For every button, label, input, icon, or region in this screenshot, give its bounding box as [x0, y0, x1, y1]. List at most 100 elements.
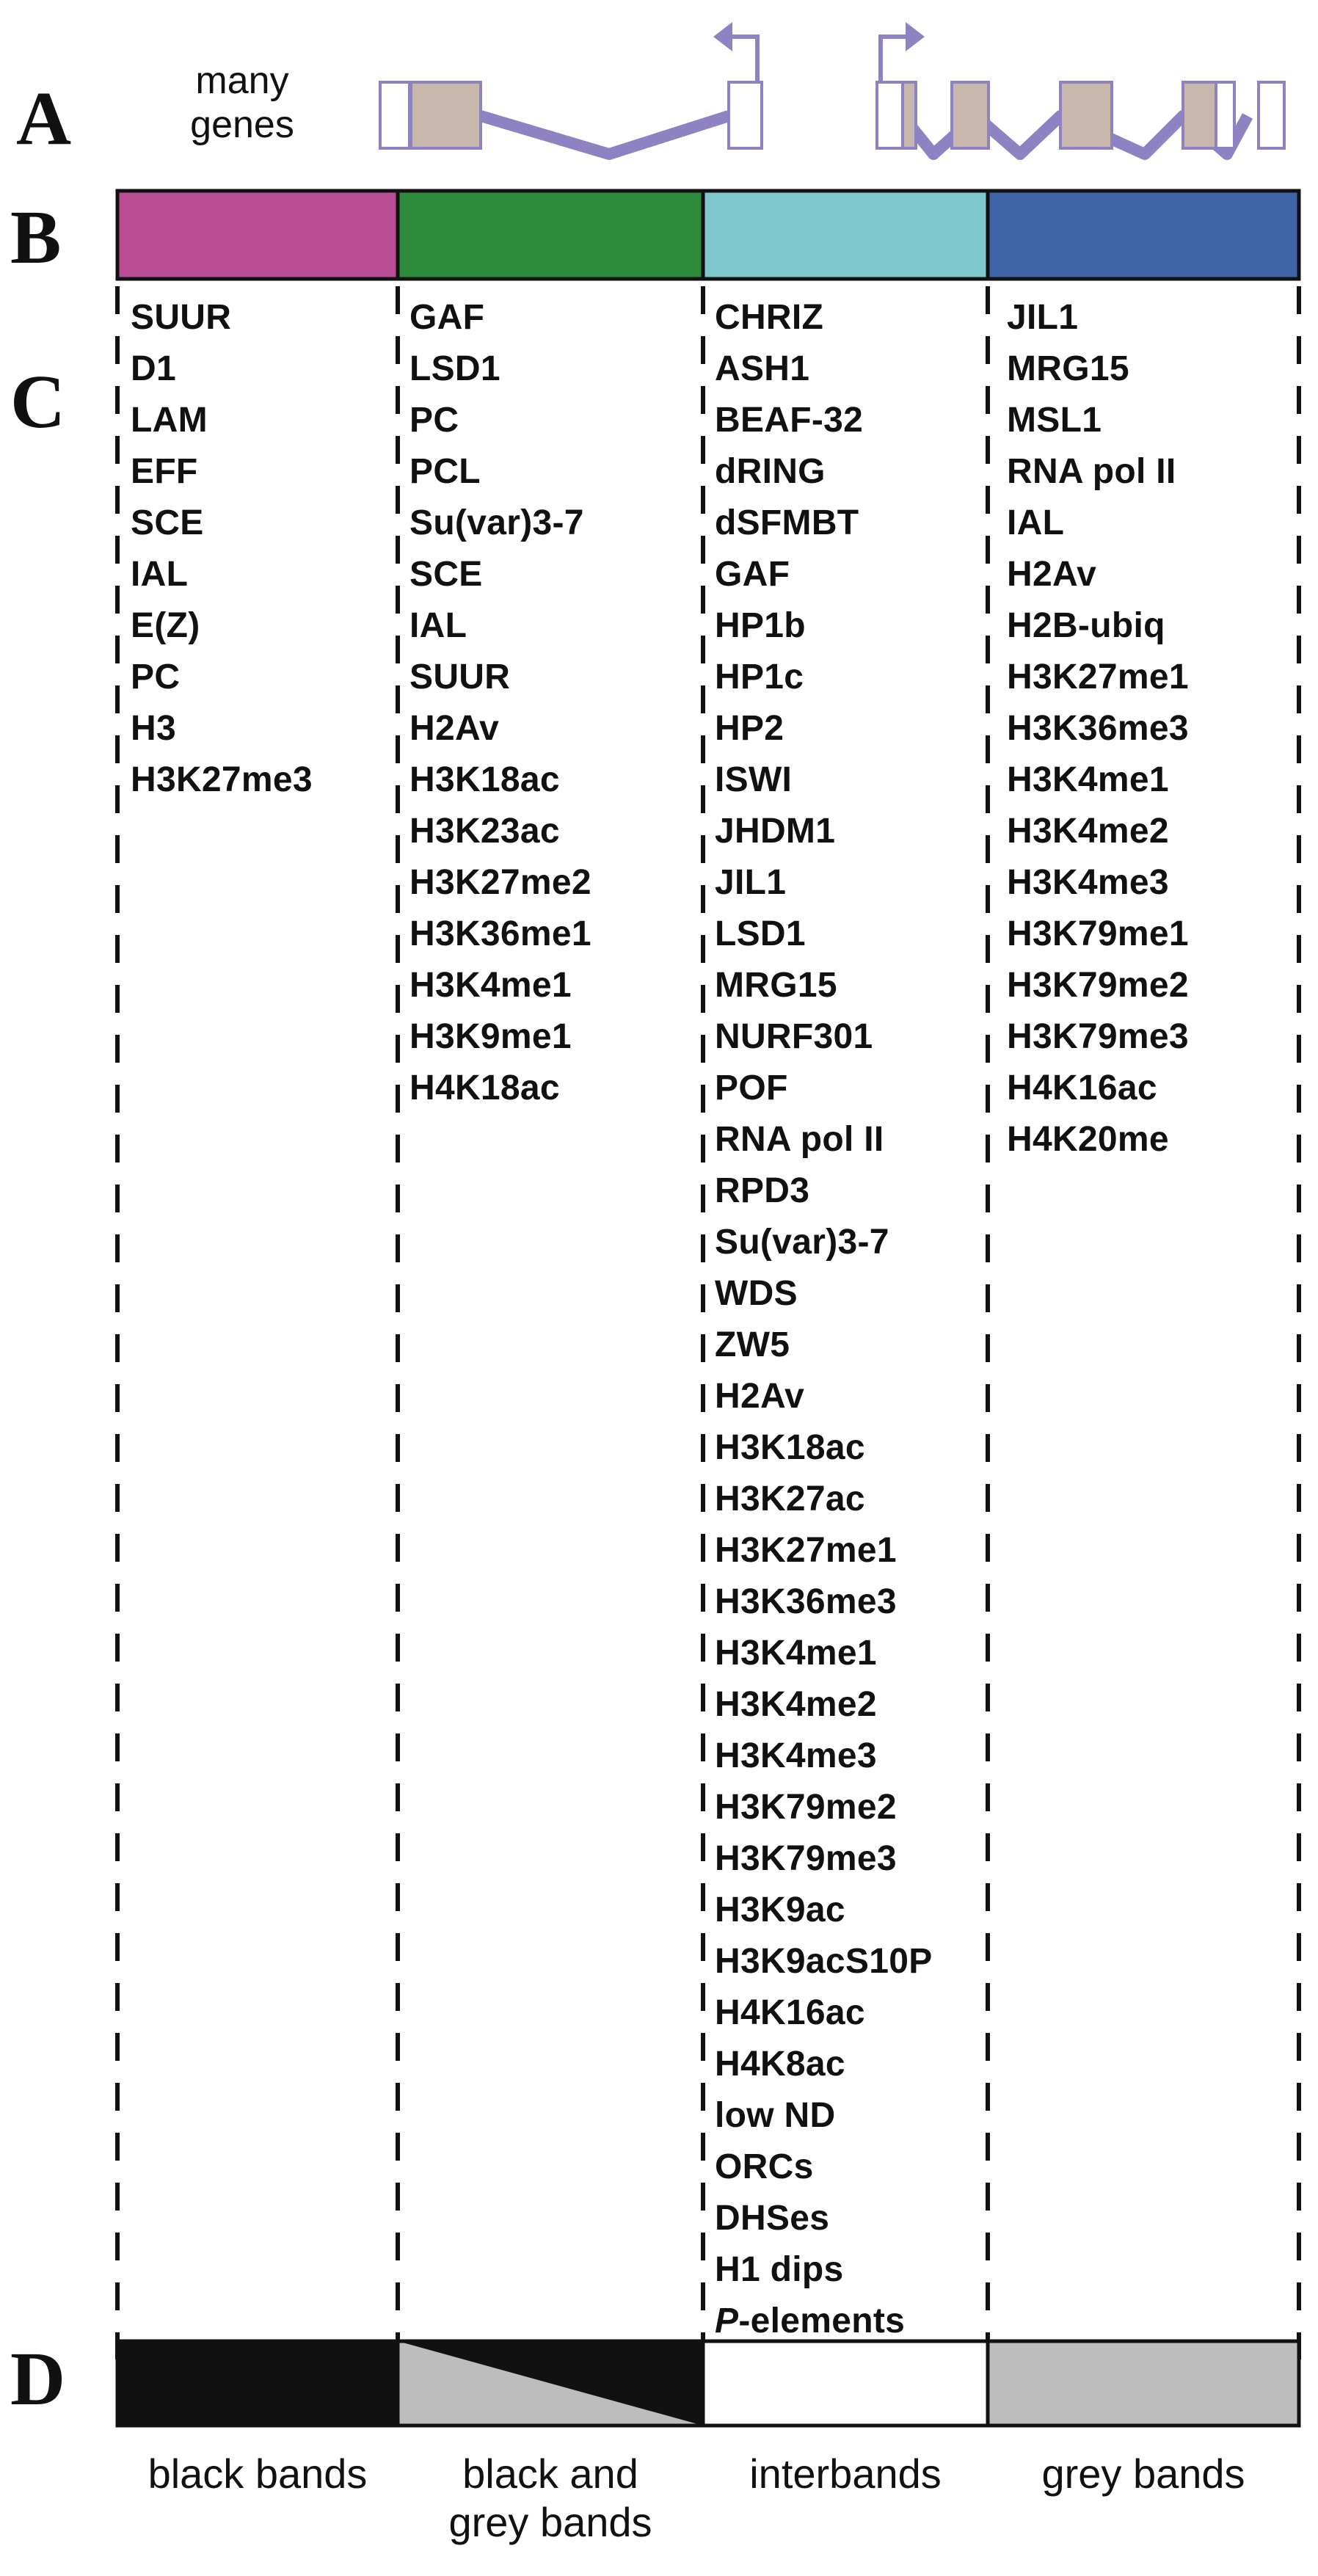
list-item: H3K9me1 — [409, 1017, 572, 1056]
list-item: dSFMBT — [715, 503, 859, 542]
list-item: NURF301 — [715, 1017, 873, 1056]
many-genes-line-2: genes — [190, 103, 294, 146]
list-item: EFF — [131, 452, 198, 491]
chromatin-state-bar — [115, 189, 1301, 281]
list-item: SUUR — [131, 298, 232, 337]
list-item: D1 — [131, 349, 176, 388]
item-rest: -elements — [738, 2302, 906, 2340]
list-item: P-elements — [715, 2296, 933, 2347]
gene-structure-diagram — [379, 22, 1286, 160]
list-item: ORCs — [715, 2147, 814, 2186]
panel-letter-a: A — [16, 76, 72, 161]
exon-box — [901, 81, 917, 150]
band-shading-bar — [115, 2339, 1301, 2428]
label-black-and-grey-bands: black and grey bands — [396, 2450, 704, 2547]
list-item: H3K4me3 — [1007, 863, 1169, 902]
utr-box — [1257, 81, 1286, 150]
list-item: H3K4me3 — [715, 1736, 877, 1775]
utr-box — [379, 81, 411, 150]
list-item: BEAF-32 — [715, 401, 864, 440]
list-item: H3K36me3 — [1007, 709, 1189, 748]
label-grey-bands: grey bands — [988, 2450, 1299, 2498]
list-item: HP2 — [715, 709, 784, 748]
list-item: H4K8ac — [715, 2045, 845, 2084]
list-item: MRG15 — [715, 966, 837, 1005]
list-item: H2Av — [715, 1377, 805, 1416]
list-item: JHDM1 — [715, 812, 836, 851]
gene-structure-right — [875, 22, 1286, 160]
label-black-bands: black bands — [103, 2450, 412, 2498]
list-item: H1 dips — [715, 2250, 844, 2289]
list-item: H3K27me1 — [1007, 658, 1189, 696]
list-item: H2Av — [409, 709, 500, 748]
label-interbands: interbands — [703, 2450, 988, 2498]
exon-box — [409, 81, 482, 150]
italic-prefix: P — [715, 2302, 739, 2340]
list-item: SCE — [131, 503, 204, 542]
list-item: SUUR — [409, 658, 511, 696]
list-item: ASH1 — [715, 349, 810, 388]
state-bar-black-bands — [115, 189, 400, 281]
list-item: RPD3 — [715, 1171, 810, 1210]
list-item: E(Z) — [131, 606, 200, 645]
list-item: GAF — [715, 555, 790, 594]
list-item: IAL — [409, 606, 467, 645]
utr-box — [1215, 81, 1236, 150]
list-item: RNA pol II — [715, 1120, 884, 1159]
utr-box — [727, 81, 763, 150]
list-item: H3K27ac — [715, 1480, 865, 1518]
exon-box — [950, 81, 990, 150]
list-item: low ND — [715, 2096, 836, 2135]
label-line: grey bands — [1041, 2451, 1245, 2497]
list-item: H3K4me2 — [1007, 812, 1169, 851]
list-item: H3K23ac — [409, 812, 560, 851]
exon-box — [1059, 81, 1113, 150]
label-line: black and — [462, 2451, 638, 2497]
list-item: LSD1 — [715, 914, 806, 953]
list-item: MRG15 — [1007, 349, 1129, 388]
list-item: Su(var)3-7 — [715, 1223, 889, 1262]
list-item: H3K79me3 — [1007, 1017, 1189, 1056]
list-item: H3K27me2 — [409, 863, 591, 902]
list-item: H3K36me3 — [715, 1582, 897, 1621]
list-item: IAL — [131, 555, 189, 594]
list-item: ZW5 — [715, 1325, 790, 1364]
list-item: HP1c — [715, 658, 804, 696]
utr-box — [875, 81, 904, 150]
gene-structure-left — [379, 22, 763, 160]
shade-black-triangle — [398, 2341, 703, 2426]
list-item: H2B-ubiq — [1007, 606, 1165, 645]
list-item: HP1b — [715, 606, 806, 645]
list-item: RNA pol II — [1007, 452, 1176, 491]
list-item: H4K20me — [1007, 1120, 1169, 1159]
list-item: H3 — [131, 709, 176, 748]
list-item: H4K16ac — [715, 1993, 865, 2032]
many-genes-label: many genes — [169, 59, 316, 147]
label-line: black bands — [148, 2451, 368, 2497]
panel-letter-c: C — [10, 360, 66, 444]
list-item: SCE — [409, 555, 483, 594]
list-item: DHSes — [715, 2199, 830, 2238]
list-item: H3K79me2 — [715, 1788, 897, 1827]
list-item: H3K4me1 — [1007, 760, 1169, 799]
tss-arrowhead-icon — [713, 22, 732, 51]
list-item: JIL1 — [715, 863, 787, 902]
list-item: JIL1 — [1007, 298, 1079, 337]
list-item: H3K9acS10P — [715, 1942, 933, 1981]
tss-arrow-icon — [878, 34, 910, 82]
list-item: LAM — [131, 401, 208, 440]
intron-line-left — [478, 110, 731, 160]
list-item: dRING — [715, 452, 826, 491]
list-item: H3K79me3 — [715, 1839, 897, 1878]
list-item: Su(var)3-7 — [409, 503, 584, 542]
label-line: interbands — [749, 2451, 942, 2497]
list-item: H3K27me1 — [715, 1531, 897, 1570]
shade-grey-bands — [986, 2339, 1301, 2428]
list-item: ISWI — [715, 760, 793, 799]
state-bar-grey-bands — [986, 189, 1301, 281]
